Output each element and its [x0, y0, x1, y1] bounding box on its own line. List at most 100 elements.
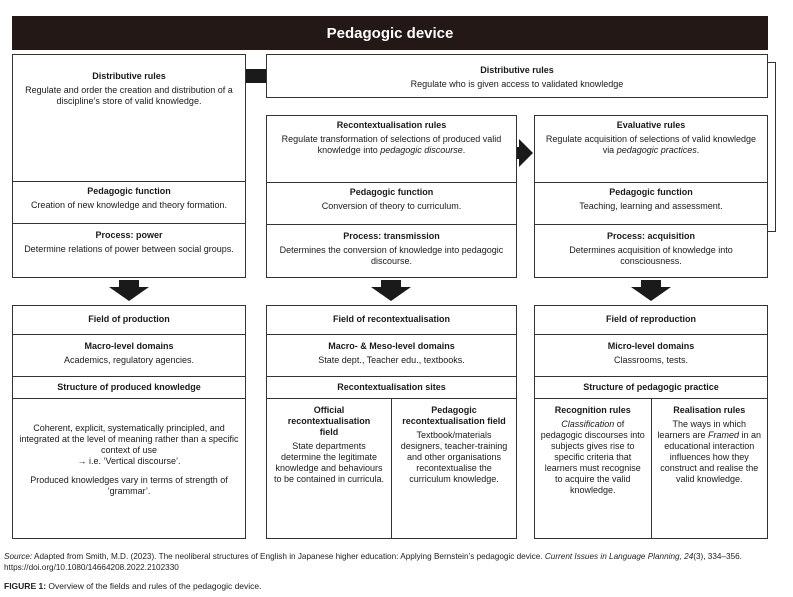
- sites-heading-section: Recontextualisation sites: [267, 376, 516, 398]
- section-heading: Recontextualisation sites: [337, 382, 446, 392]
- cell-heading: Official recontextualisation field: [287, 405, 371, 437]
- domain-section: Macro-level domains Academics, regulator…: [13, 334, 245, 376]
- domain-section: Micro-level domains Classrooms, tests.: [535, 334, 767, 376]
- section-heading: Pedagogic function: [609, 187, 693, 197]
- connector-bar: [246, 69, 266, 83]
- right-arrow-shaft: [517, 147, 520, 159]
- cell-heading: Pedagogic recontextualisation field: [402, 405, 506, 426]
- cell-text-body: of pedagogic discourses into subjects gi…: [540, 419, 645, 495]
- section-text: Regulate transformation of selections of…: [281, 134, 502, 155]
- section-heading: Distributive rules: [480, 65, 554, 75]
- section-heading: Process: power: [95, 230, 163, 240]
- section-heading: Micro-level domains: [607, 341, 695, 351]
- structure-text-section: Coherent, explicit, systematically princ…: [13, 398, 245, 538]
- caption-label: FIGURE 1:: [4, 581, 47, 591]
- shared-distributive-box: Distributive rules Regulate who is given…: [266, 54, 768, 98]
- section-text: Regulate acquisition of selections of va…: [545, 134, 757, 155]
- pedagogic-field-cell: Pedagogic recontextualisation field Text…: [391, 399, 516, 538]
- section-heading: Distributive rules: [92, 71, 166, 81]
- domain-section: Macro- & Meso-level domains State dept.,…: [267, 334, 516, 376]
- reproduction-process-section: Process: acquisition Determines acquisit…: [535, 224, 767, 278]
- right-arrow-icon: [519, 139, 533, 167]
- section-text: Determines acquisition of knowledge into…: [569, 245, 733, 266]
- structure-text: → i.e. ‘Vertical discourse’.: [77, 456, 181, 466]
- structure-heading-section: Structure of produced knowledge: [13, 376, 245, 398]
- recontextualisation-function-section: Pedagogic function Conversion of theory …: [267, 182, 516, 224]
- cell-heading: Realisation rules: [673, 405, 746, 415]
- field-heading: Field of recontextualisation: [332, 314, 451, 324]
- field-of-reproduction-box: Field of reproduction Micro-level domain…: [534, 305, 768, 539]
- source-note: Source: Adapted from Smith, M.D. (2023).…: [4, 551, 784, 573]
- cell-text-italic: Framed: [707, 430, 739, 440]
- shared-distributive-section: Distributive rules Regulate who is given…: [267, 55, 767, 94]
- evaluative-rules-section: Evaluative rules Regulate acquisition of…: [535, 116, 767, 182]
- section-text: Academics, regulatory agencies.: [63, 355, 195, 365]
- reproduction-function-section: Pedagogic function Teaching, learning an…: [535, 182, 767, 224]
- official-field-cell: Official recontextualisation field State…: [267, 399, 391, 538]
- field-of-recontextualisation-box: Field of recontextualisation Macro- & Me…: [266, 305, 517, 539]
- section-heading: Pedagogic function: [87, 186, 171, 196]
- section-heading: Structure of produced knowledge: [57, 382, 201, 392]
- cell-heading: Recognition rules: [554, 405, 631, 415]
- sites-split: Official recontextualisation field State…: [267, 398, 516, 538]
- cell-text: The ways in which learners are Framed in…: [657, 419, 763, 485]
- production-distributive-section: Distributive rules Regulate and order th…: [13, 55, 245, 181]
- section-text: Conversion of theory to curriculum.: [321, 201, 462, 211]
- section-text: Regulate and order the creation and dist…: [25, 85, 233, 106]
- recontextualisation-rules-box: Recontextualisation rules Regulate trans…: [266, 115, 517, 278]
- rules-text: Regulate transformation of selections of…: [281, 134, 502, 155]
- section-text: Regulate who is given access to validate…: [410, 79, 624, 89]
- source-text: Adapted from Smith, M.D. (2023). The neo…: [34, 552, 543, 561]
- rules-text-italic: pedagogic practices: [616, 145, 697, 155]
- source-label: Source:: [4, 552, 33, 561]
- source-issue: (3), 334–356. https://doi.org/10.1080/14…: [4, 552, 742, 572]
- section-text: Determines the conversion of knowledge i…: [279, 245, 504, 266]
- down-arrow-shaft: [641, 280, 661, 288]
- production-rules-box: Distributive rules Regulate and order th…: [12, 54, 246, 278]
- section-text: Creation of new knowledge and theory for…: [30, 200, 228, 210]
- field-heading: Field of reproduction: [606, 314, 696, 324]
- section-text: Determine relations of power between soc…: [24, 244, 234, 254]
- down-arrow-shaft: [119, 280, 139, 288]
- cell-text-body: in an educational interaction influences…: [660, 430, 762, 484]
- section-heading: Macro- & Meso-level domains: [328, 341, 455, 351]
- field-heading: Field of production: [88, 314, 170, 324]
- section-heading: Process: transmission: [343, 231, 440, 241]
- down-arrow-icon: [109, 287, 149, 301]
- cell-text: Textbook/materials designers, teacher-tr…: [400, 430, 508, 484]
- structure-text: Coherent, explicit, systematically princ…: [19, 423, 239, 455]
- section-heading: Evaluative rules: [616, 120, 686, 130]
- down-arrow-icon: [631, 287, 671, 301]
- cell-text-body: The ways in which learners are: [657, 419, 747, 440]
- caption-text: Overview of the fields and rules of the …: [48, 581, 262, 591]
- cell-text: State departments determine the legitima…: [273, 441, 385, 484]
- diagram-title: Pedagogic device: [12, 16, 768, 50]
- recognition-rules-cell: Recognition rules Classification of peda…: [535, 399, 651, 538]
- section-heading: Macro-level domains: [84, 341, 174, 351]
- section-heading: Structure of pedagogic practice: [583, 382, 719, 392]
- bracket-line: [768, 62, 776, 232]
- figure-caption: FIGURE 1: Overview of the fields and rul…: [4, 581, 262, 591]
- recontextualisation-rules-section: Recontextualisation rules Regulate trans…: [267, 116, 516, 182]
- cell-text: Classification of pedagogic discourses i…: [540, 419, 646, 496]
- structure-text: Produced knowledges vary in terms of str…: [30, 475, 228, 496]
- reproduction-rules-box: Evaluative rules Regulate acquisition of…: [534, 115, 768, 278]
- rules-split: Recognition rules Classification of peda…: [535, 398, 767, 538]
- field-heading-section: Field of reproduction: [535, 306, 767, 334]
- section-text: State dept., Teacher edu., textbooks.: [318, 355, 465, 365]
- production-process-section: Process: power Determine relations of po…: [13, 223, 245, 277]
- recontextualisation-process-section: Process: transmission Determines the con…: [267, 224, 516, 278]
- section-heading: Pedagogic function: [349, 187, 434, 197]
- down-arrow-shaft: [381, 280, 401, 288]
- section-text: Classrooms, tests.: [613, 355, 689, 365]
- down-arrow-icon: [371, 287, 411, 301]
- section-heading: Process: acquisition: [606, 231, 696, 241]
- realisation-rules-cell: Realisation rules The ways in which lear…: [650, 399, 768, 538]
- section-text: Teaching, learning and assessment.: [579, 201, 723, 211]
- structure-heading-section: Structure of pedagogic practice: [535, 376, 767, 398]
- rules-text: Regulate acquisition of selections of va…: [545, 134, 757, 155]
- field-heading-section: Field of recontextualisation: [267, 306, 516, 334]
- field-heading-section: Field of production: [13, 306, 245, 334]
- source-journal: Current Issues in Language Planning, 24: [544, 552, 694, 561]
- production-function-section: Pedagogic function Creation of new knowl…: [13, 181, 245, 223]
